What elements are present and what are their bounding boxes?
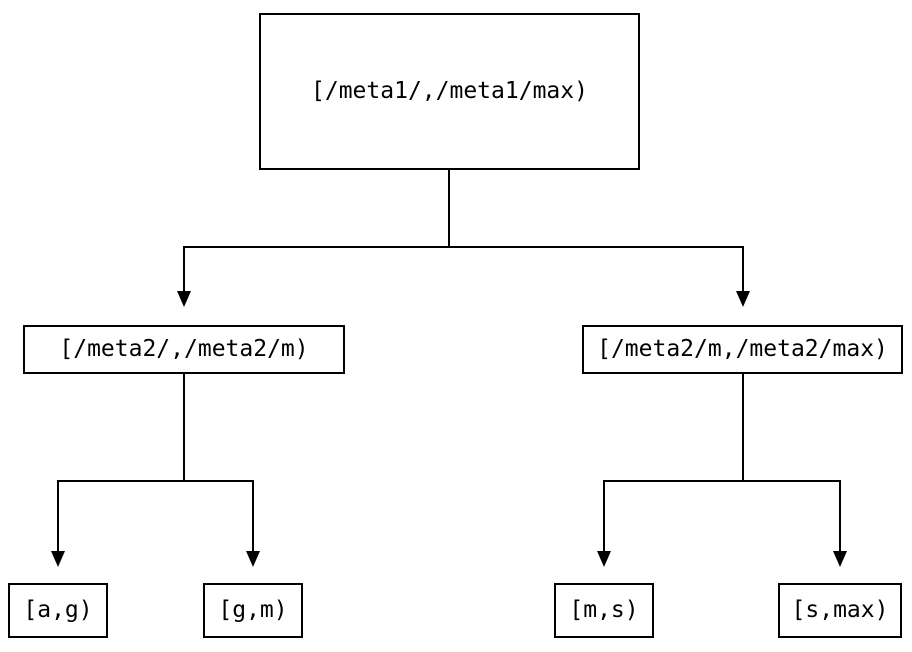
tree-node-leaf-ag-label: [a,g): [23, 597, 93, 623]
tree-node-right-child: [/meta2/m,/meta2/max): [582, 325, 903, 374]
tree-node-left-child: [/meta2/,/meta2/m): [23, 325, 345, 374]
arrowhead-icon: [833, 551, 847, 567]
arrowhead-icon: [246, 551, 260, 567]
arrowhead-icon: [597, 551, 611, 567]
tree-node-root: [/meta1/,/meta1/max): [259, 13, 640, 170]
tree-node-leaf-gm: [g,m): [203, 583, 303, 638]
arrowhead-icon: [736, 291, 750, 307]
tree-node-leaf-ms: [m,s): [554, 583, 654, 638]
tree-node-root-label: [/meta1/,/meta1/max): [311, 78, 588, 104]
tree-node-leaf-ms-label: [m,s): [569, 597, 639, 623]
tree-node-right-child-label: [/meta2/m,/meta2/max): [597, 336, 888, 362]
arrowhead-icon: [51, 551, 65, 567]
tree-node-left-child-label: [/meta2/,/meta2/m): [59, 336, 309, 362]
tree-node-leaf-gm-label: [g,m): [218, 597, 288, 623]
tree-node-leaf-smax: [s,max): [778, 583, 902, 638]
tree-node-leaf-ag: [a,g): [8, 583, 108, 638]
arrowhead-icon: [177, 291, 191, 307]
tree-node-leaf-smax-label: [s,max): [791, 597, 889, 623]
